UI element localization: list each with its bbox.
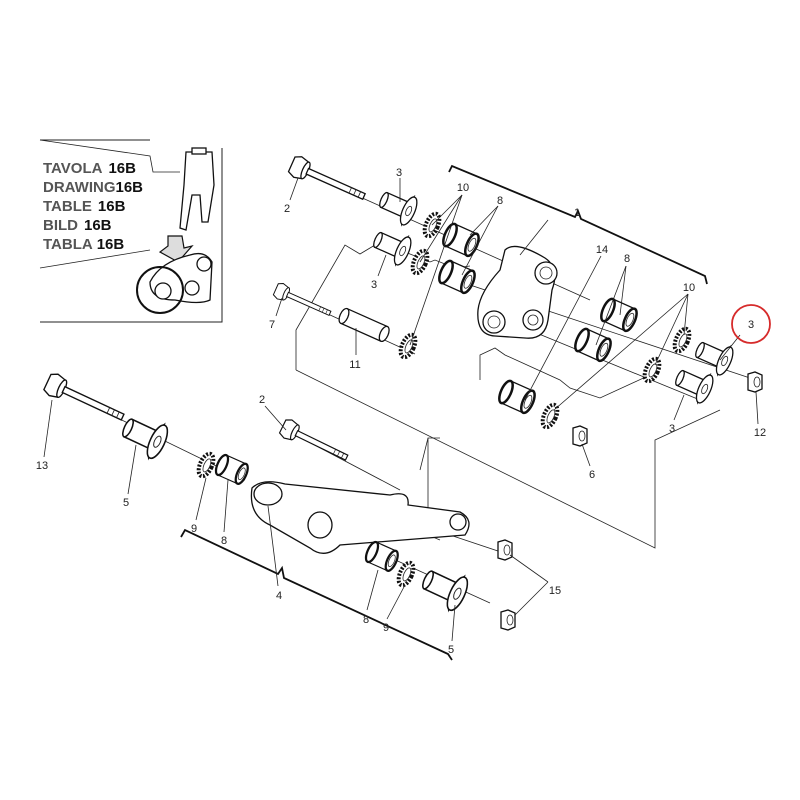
callout-10: 10: [457, 182, 469, 194]
callout-8: 8: [624, 253, 630, 265]
callout-8: 8: [221, 535, 227, 547]
callout-14: 14: [596, 244, 608, 256]
nuts: [497, 371, 763, 631]
spacers: [116, 184, 737, 614]
callout-5: 5: [123, 497, 129, 509]
callout-8: 8: [363, 614, 369, 626]
down-arrow-icon: [158, 235, 194, 263]
rocker-thumbnail: [136, 252, 213, 314]
callout-labels: 2 3 10 8 1 3 7 11 14 8 10 3 3 12 6 13 5 …: [36, 167, 766, 656]
highlight-circle: [731, 304, 771, 344]
callout-4: 4: [276, 590, 282, 602]
callout-3-highlighted: 3: [748, 319, 754, 331]
sleeve-11: [336, 306, 392, 344]
leader-lines: [43, 177, 759, 642]
assembly-bracket-1: [448, 164, 708, 285]
callout-3: 3: [396, 167, 402, 179]
fork-icon: [179, 147, 215, 231]
callout-6: 6: [589, 469, 595, 481]
callout-10: 10: [683, 282, 695, 294]
callout-8: 8: [497, 195, 503, 207]
callout-2: 2: [259, 394, 265, 406]
rocker-arm: [477, 245, 558, 339]
assembly-bracket-4: [180, 528, 453, 661]
callout-3: 3: [371, 279, 377, 291]
callout-1: 1: [574, 207, 580, 219]
callout-13: 13: [36, 460, 48, 472]
callout-5: 5: [448, 644, 454, 656]
svg-text:DRAWING16B: DRAWING16B: [43, 179, 143, 196]
callout-2: 2: [284, 203, 290, 215]
callout-11: 11: [349, 359, 360, 371]
callout-3: 3: [669, 423, 675, 435]
connecting-link: [250, 481, 470, 554]
callout-9: 9: [383, 622, 389, 634]
callout-7: 7: [269, 319, 275, 331]
callout-12: 12: [754, 427, 766, 439]
callout-15: 15: [549, 585, 561, 597]
callout-9: 9: [191, 523, 197, 535]
